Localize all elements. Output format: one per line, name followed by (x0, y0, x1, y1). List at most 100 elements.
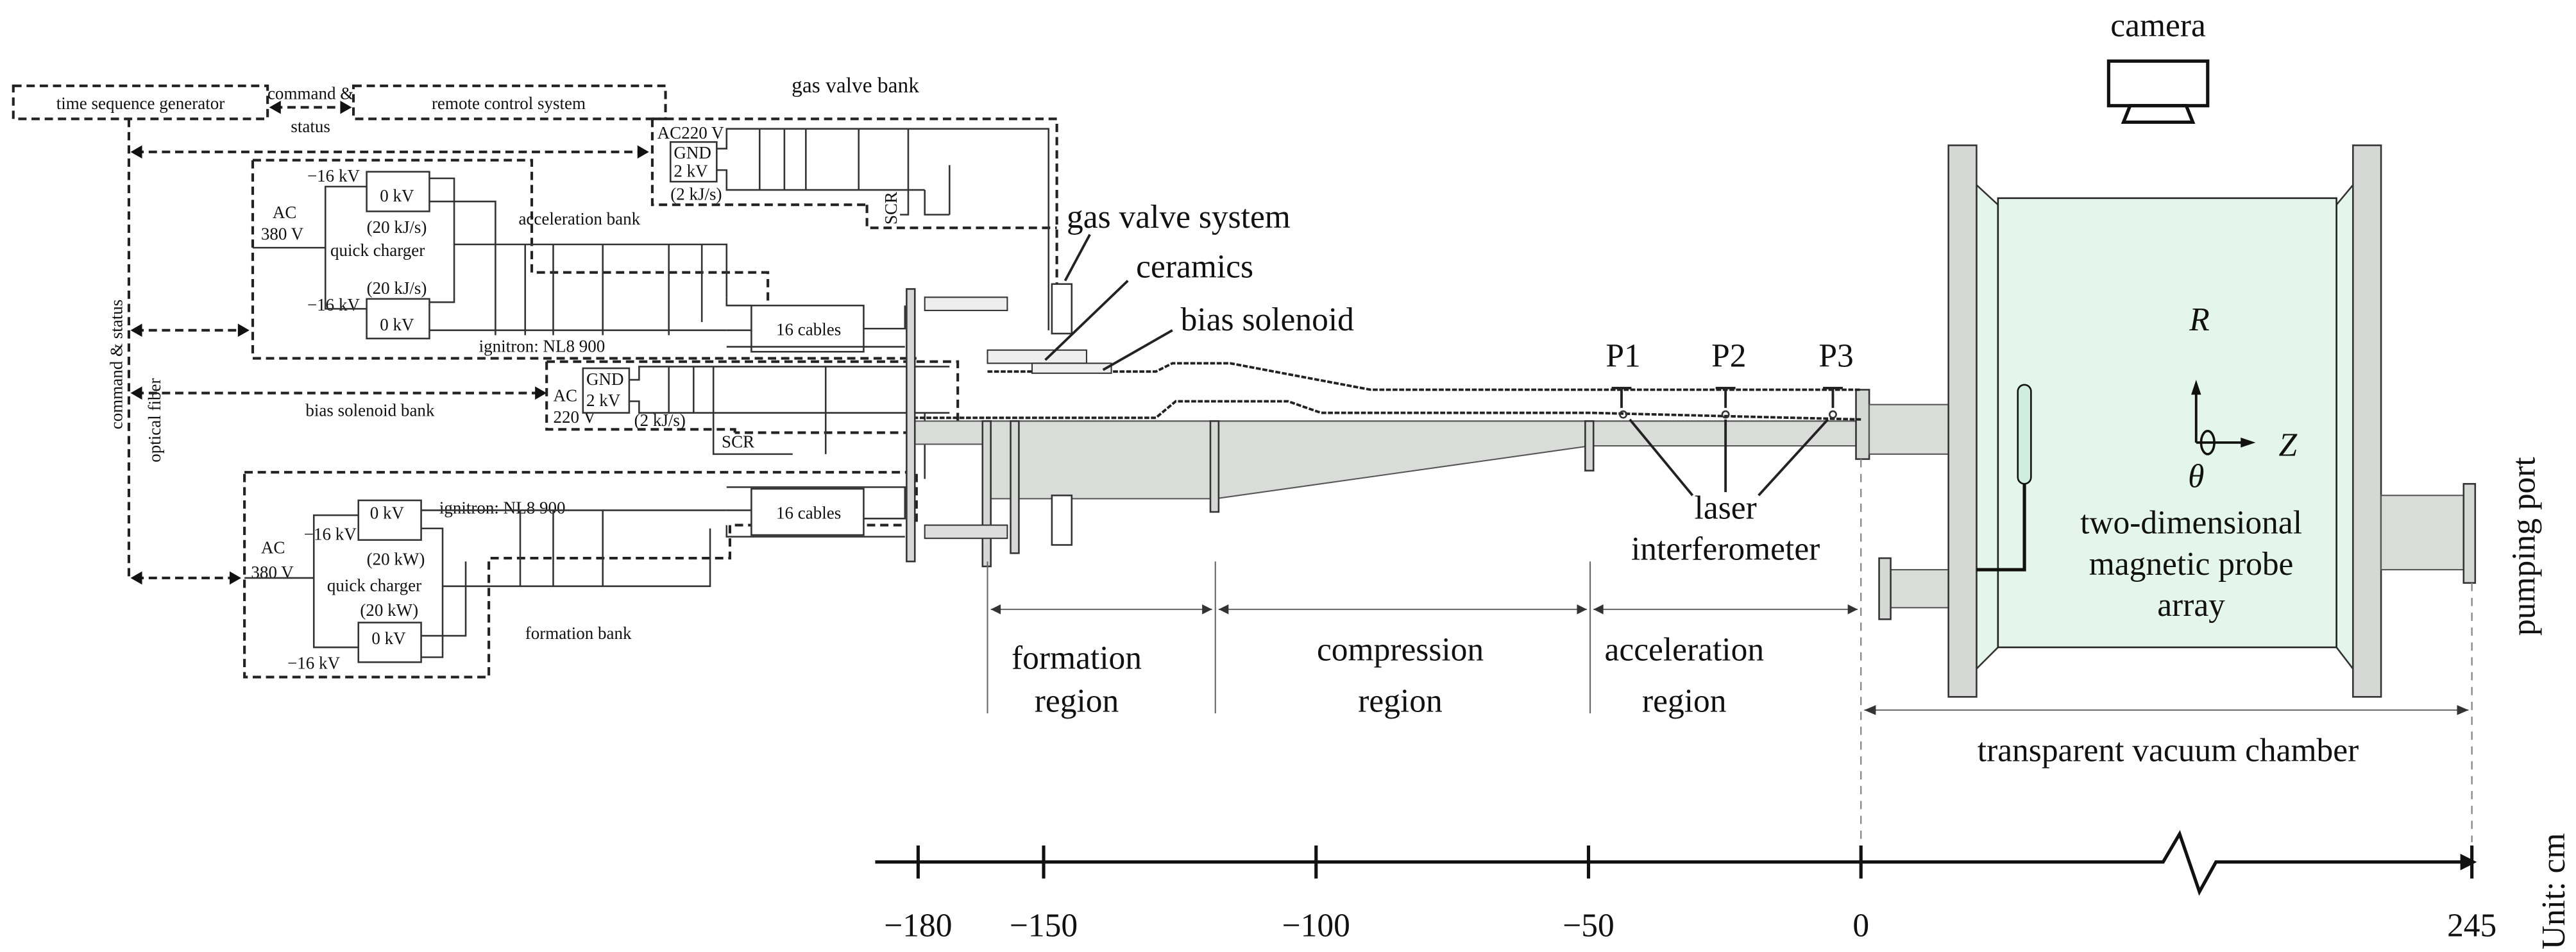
ceramics (1031, 362, 1112, 374)
control-system: time sequence generator command & status… (12, 83, 667, 585)
unit-label: Unit: cm (2536, 833, 2572, 950)
tick-label: 0 (1852, 908, 1869, 944)
acceleration-cable-wires (725, 297, 906, 348)
acceleration-neg16-bottom: −16 kV (307, 295, 360, 314)
probe-label-1: two-dimensional (2080, 504, 2302, 541)
chamber-right-flange (2352, 144, 2382, 698)
gas-valve-system-label: gas valve system (1067, 199, 1291, 235)
acceleration-circuit (253, 177, 728, 336)
cable-feed-top (924, 296, 1008, 311)
gas-valve-kv-label: 2 kV (674, 161, 708, 180)
ceramics-label: ceramics (1136, 248, 1253, 285)
time-sequence-generator-box (12, 84, 269, 121)
magnetic-probe-array-icon (2017, 384, 2032, 485)
formation-cables-box (750, 488, 865, 536)
p1-label: P1 (1606, 337, 1640, 374)
bias-bank-outline (545, 360, 960, 434)
flange (1010, 420, 1020, 554)
probe-label-2: magnetic probe (2089, 546, 2294, 582)
command-status-side-label: command & status (107, 300, 126, 430)
region-boundaries (987, 561, 1591, 714)
probe-ports (1611, 386, 1843, 419)
formation-rate-bottom: (20 kW) (360, 600, 418, 620)
gas-valve-scr-label: SCR (881, 192, 901, 225)
formation-region-label-2: region (1035, 683, 1119, 719)
interferometer-arrows (1629, 418, 1829, 497)
axis-z-label: Z (2278, 427, 2298, 463)
formation-charger-bottom-box (357, 622, 422, 663)
outer-electrode-wall (987, 362, 1861, 391)
p2-label: P2 (1711, 337, 1746, 374)
inlet-tube (1868, 404, 1949, 455)
acceleration-neg16-top: −16 kV (307, 166, 360, 185)
remote-control-system-label: remote control system (432, 94, 586, 113)
formation-charger-top-box (357, 499, 422, 541)
gas-valve-bank-title: gas valve bank (792, 74, 919, 98)
bias-ac-label: AC (554, 386, 578, 405)
dimension-arrowheads (990, 604, 2469, 715)
flange (1855, 389, 1870, 460)
formation-bank: AC 380 V ignitron: NL8 900 0 kV −16 kV (… (243, 471, 918, 679)
tick-label: −150 (1010, 908, 1078, 944)
acceleration-charger-top-box (366, 171, 430, 212)
arrow-r-icon (2191, 380, 2201, 395)
scale-axis (875, 829, 2464, 896)
scale-arrowhead-icon (2460, 853, 2477, 871)
gas-valve-ac-label: AC220 V (657, 123, 724, 142)
formation-0kv-bottom: 0 kV (371, 629, 406, 648)
formation-rate-top: (20 kW) (367, 549, 425, 568)
scale-bar: −180 −150 −100 −50 0 245 Unit: cm (875, 829, 2572, 950)
formation-bank-outline (243, 471, 918, 679)
acceleration-ac-label: AC (273, 203, 297, 222)
bias-solenoid-bank: bias solenoid bank AC 220 V GND 2 kV (2 … (305, 360, 960, 479)
theta-circle-icon (2199, 430, 2216, 455)
compression-region-label-2: region (1358, 683, 1442, 719)
formation-ac-label: AC (261, 538, 285, 557)
formation-cables-label: 16 cables (776, 503, 841, 522)
formation-region-label-1: formation (1012, 640, 1142, 677)
formation-quick-charger: quick charger (327, 576, 421, 595)
bias-scr-label: SCR (722, 432, 754, 452)
vacuum-chamber: camera pumping port R Z θ two-dimensiona… (1868, 8, 2542, 698)
acceleration-0kv-bottom: 0 kV (380, 315, 414, 334)
gas-valve-bank-outline (650, 117, 1058, 294)
arrowhead-icon (340, 101, 352, 114)
bias-circuit (629, 366, 950, 479)
gas-valve-charger-box (669, 141, 718, 183)
end-flange (906, 288, 916, 563)
bias-bank-title: bias solenoid bank (305, 401, 435, 420)
tick-label: −100 (1282, 908, 1350, 944)
gas-valve-circuit (716, 128, 1050, 330)
acceleration-bank: AC 380 V −16 kV 0 kV (20 kJ/s) quick cha… (251, 158, 917, 360)
acceleration-quick-charger: quick charger (330, 241, 425, 260)
bias-solenoid-label: bias solenoid (1181, 302, 1354, 338)
interferometer-label: interferometer (1631, 531, 1820, 568)
side-port-flange (1878, 557, 1892, 620)
gas-valve-bank: gas valve bank AC220 V GND 2 kV (2 kJ/s)… (650, 74, 1058, 330)
gas-valve-gnd-label: GND (674, 143, 711, 162)
gas-valve-scr-outline (865, 205, 1057, 230)
flange (981, 420, 992, 568)
chamber-cone-left (1976, 183, 1999, 671)
acceleration-region-label-2: region (1642, 683, 1727, 719)
plasma-device: gas valve system ceramics bias solenoid … (906, 199, 1870, 568)
axis-theta-label: θ (2188, 458, 2204, 495)
camera-stand-icon (2121, 104, 2196, 124)
bias-kv-label: 2 kV (586, 391, 621, 410)
p3-label: P3 (1818, 337, 1853, 374)
arrow-z-icon (2241, 438, 2256, 448)
optical-fiber-label: optical fiber (145, 378, 164, 462)
region-markers: formation region compression region acce… (987, 459, 2473, 842)
command-status-label-1: command & (267, 83, 353, 103)
transparent-chamber-body (1997, 197, 2337, 649)
pumping-port-tube (2380, 495, 2464, 571)
acceleration-0kv-top: 0 kV (380, 186, 414, 205)
acceleration-rate-top: (20 kJ/s) (367, 217, 427, 237)
acceleration-cables-label: 16 cables (776, 320, 841, 339)
axis-r-label: R (2189, 302, 2209, 338)
bias-gnd-label: GND (586, 370, 624, 389)
formation-neg16-bottom: −16 kV (287, 654, 341, 673)
formation-neg16-top: −16 kV (304, 525, 357, 544)
time-sequence-generator-label: time sequence generator (56, 94, 225, 113)
